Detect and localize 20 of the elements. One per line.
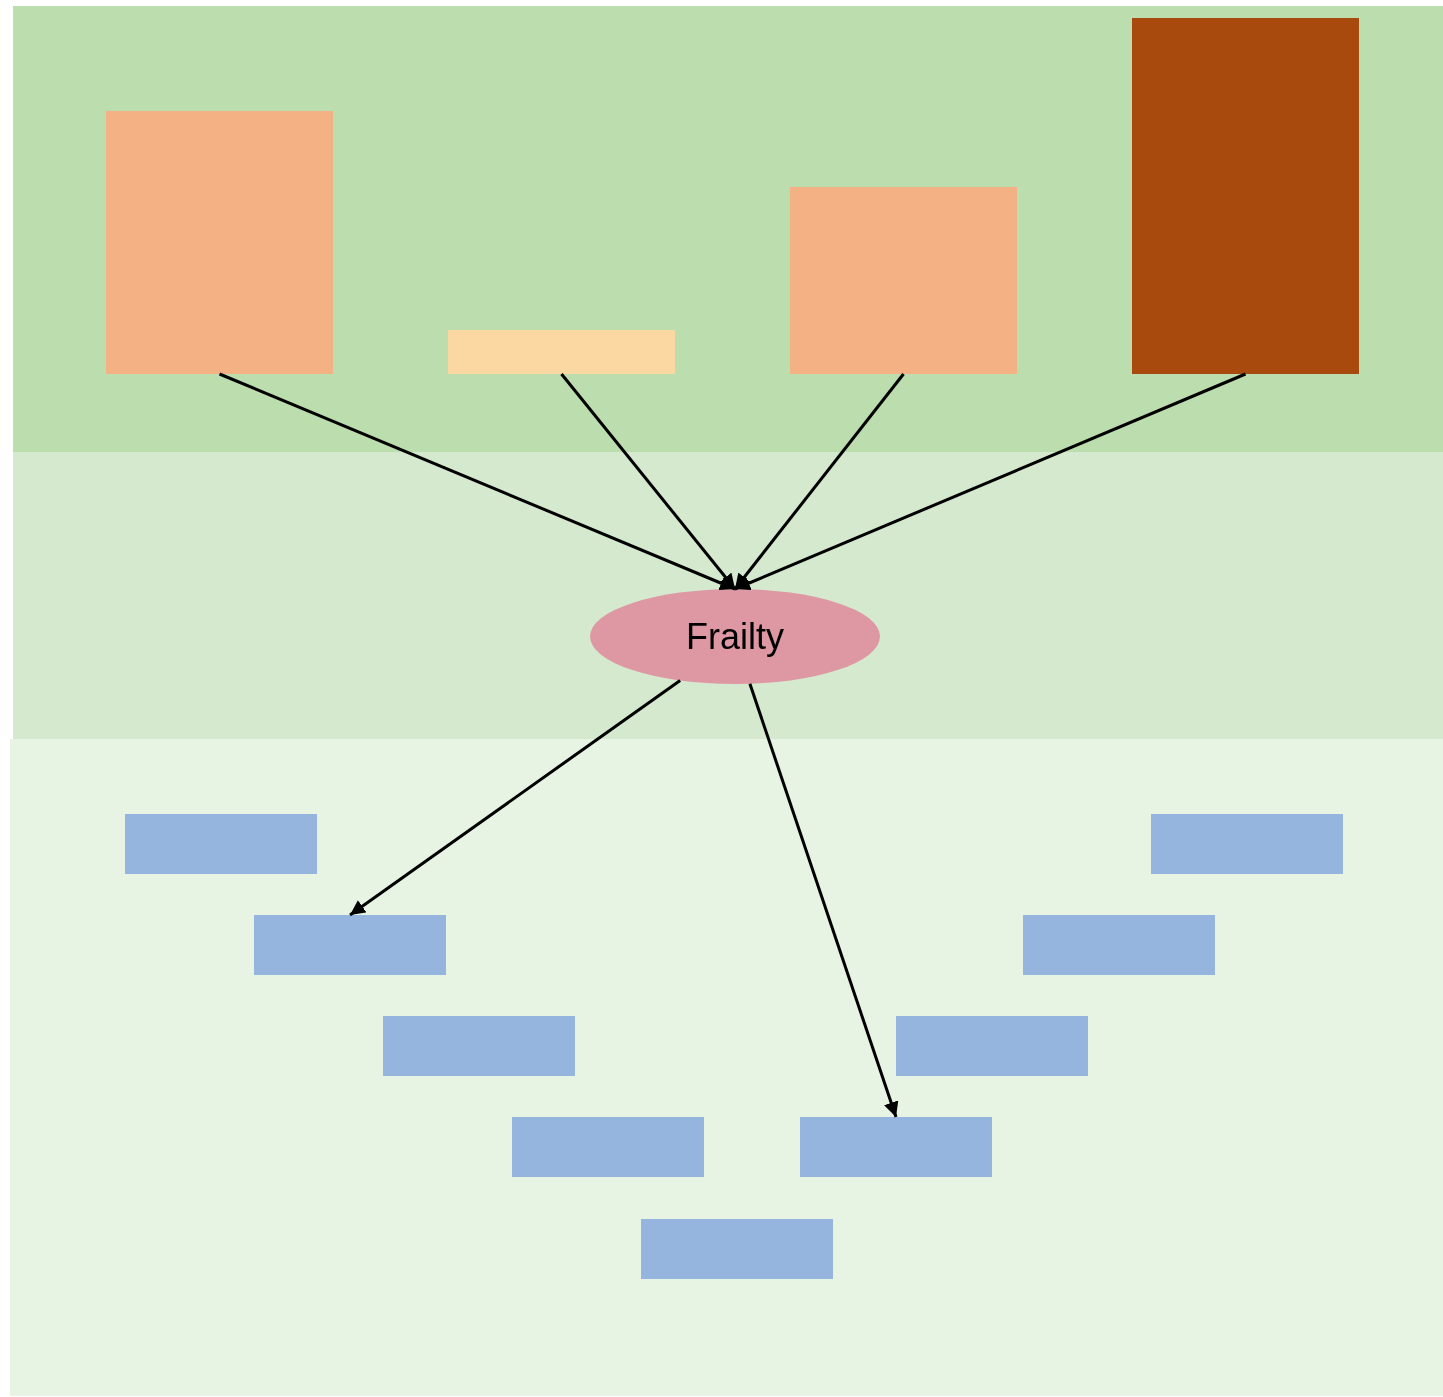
box-node [512, 1117, 704, 1177]
box-node [106, 111, 333, 374]
box-node [896, 1016, 1088, 1076]
box-node [800, 1117, 992, 1177]
box-node [1023, 915, 1215, 975]
arrow [349, 679, 681, 917]
arrow [733, 373, 905, 590]
arrow [218, 372, 736, 591]
arrow [734, 372, 1247, 591]
arrow [748, 683, 899, 1118]
box-node [125, 814, 317, 874]
box-node [383, 1016, 575, 1076]
arrow [560, 373, 737, 590]
node-label: Frailty [686, 614, 784, 659]
box-node [448, 330, 675, 374]
box-node [1132, 18, 1359, 374]
box-node [254, 915, 446, 975]
box-node [790, 187, 1017, 374]
box-node [1151, 814, 1343, 874]
box-node [641, 1219, 833, 1279]
